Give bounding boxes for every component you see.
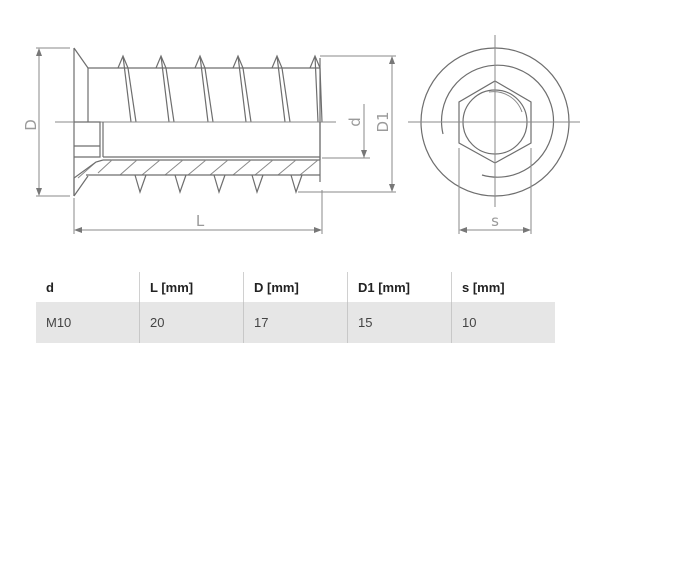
section-hatching [73,159,320,196]
header-L: L [mm] [139,272,244,302]
spec-table: d L [mm] D [mm] D1 [mm] s [mm] M10 20 17… [36,272,555,343]
inner-arc [488,91,523,113]
cell-L: 20 [139,302,244,343]
dim-s-line [458,148,532,234]
header-s: s [mm] [451,272,555,302]
bottom-threads [134,174,303,194]
cell-s: 10 [451,302,555,343]
header-D1: D1 [mm] [347,272,452,302]
bore-bottom [103,122,321,161]
header-d: d [46,279,54,295]
header-D: D [mm] [243,272,348,302]
dim-d-label: d [346,117,364,127]
dim-D1-line [298,55,396,193]
dim-D1-label: D1 [374,111,392,132]
cell-D1: 15 [347,302,452,343]
cell-d: M10 [36,302,140,343]
dim-L-line [73,190,323,234]
table-header-row: d L [mm] D [mm] D1 [mm] s [mm] [36,272,555,302]
end-view: s [408,35,580,234]
center-lines [408,35,580,207]
hex-socket [74,121,104,158]
thread-spiral [440,64,555,178]
side-view: D L d D1 [22,47,396,234]
dim-d-arrow [361,150,367,158]
top-threads [117,54,323,123]
dim-D-line [36,47,70,197]
cell-D: 17 [243,302,348,343]
dim-L-label: L [196,212,205,230]
technical-drawing: D L d D1 s [22,35,580,234]
table-row: M10 20 17 15 10 [36,302,555,343]
dim-D-label: D [22,119,40,131]
dim-s-label: s [491,212,499,230]
dim-s-arrows [459,227,531,233]
dim-d-line [322,104,370,159]
